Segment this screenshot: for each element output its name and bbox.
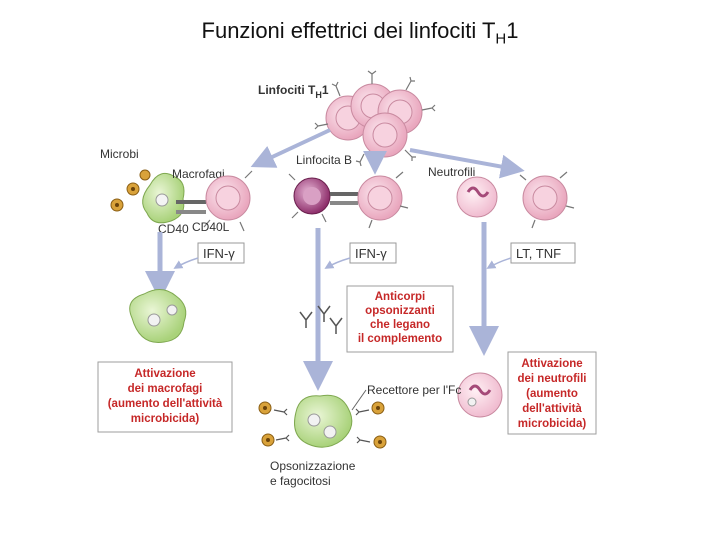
antibody <box>317 305 331 322</box>
cd40l-label: CD40L <box>192 220 230 234</box>
microbe <box>373 435 387 449</box>
th1-cell-cluster: Linfociti TH1 <box>258 70 436 167</box>
svg-text:dell'attività: dell'attività <box>522 403 582 415</box>
antibody <box>329 317 343 334</box>
th1-cells-label: Linfociti TH1 <box>258 83 329 100</box>
opsonized-microbes <box>258 401 387 449</box>
branch-arrows <box>250 128 525 179</box>
cd40-interaction <box>176 200 206 214</box>
opsonization-label-line1: Opsonizzazione <box>270 459 356 473</box>
b-cell <box>288 173 331 223</box>
microbe <box>261 433 275 447</box>
th1-cell-left <box>203 170 253 232</box>
cytokine-middle: IFN-γ <box>349 242 397 264</box>
th1-cell <box>362 112 408 158</box>
svg-text:LT, TNF: LT, TNF <box>516 246 561 261</box>
microbe <box>139 169 151 181</box>
microbe-group <box>110 169 151 212</box>
antibodies <box>299 305 343 334</box>
svg-text:dei neutrofili: dei neutrofili <box>518 373 587 385</box>
th1-cell-right <box>519 171 575 229</box>
svg-text:IFN-γ: IFN-γ <box>203 246 235 261</box>
b-cell-label: Linfocita B <box>296 153 352 167</box>
macrophages-label: Macrofagi <box>172 167 225 181</box>
arrow-to-neutrophil <box>409 148 525 179</box>
svg-text:Attivazione: Attivazione <box>521 358 582 370</box>
svg-text:Attivazione: Attivazione <box>134 368 195 380</box>
activated-neutrophil <box>457 372 503 418</box>
svg-text:(aumento dell'attività: (aumento dell'attività <box>108 398 223 410</box>
svg-text:IFN-γ: IFN-γ <box>355 246 387 261</box>
microbe <box>371 401 385 415</box>
svg-text:microbicida): microbicida) <box>131 413 200 425</box>
microbe <box>126 182 140 196</box>
neutrophils-label: Neutrofili <box>428 165 475 179</box>
b-t-interaction <box>330 192 358 205</box>
svg-text:che legano: che legano <box>370 319 430 331</box>
svg-text:microbicida): microbicida) <box>518 418 587 430</box>
cytokine-arrows <box>173 257 512 269</box>
receptor-spikes <box>314 70 436 167</box>
cytokine-left: IFN-γ <box>197 242 245 264</box>
fc-receptor-pointer <box>351 389 367 411</box>
cytokine-right: LT, TNF <box>510 242 576 264</box>
svg-text:(aumento: (aumento <box>526 388 578 400</box>
svg-text:il complemento: il complemento <box>358 333 442 345</box>
fc-receptor-label: Recettore per l'Fc <box>367 383 461 397</box>
cd40-label: CD40 <box>158 222 189 236</box>
activated-macrophage <box>129 289 187 343</box>
antibodies-box: Anticorpi opsonizzanti che legano il com… <box>346 285 454 353</box>
svg-text:Anticorpi: Anticorpi <box>375 291 425 303</box>
microbe <box>258 401 272 415</box>
arrow-to-macrophage <box>250 128 331 168</box>
svg-text:dei macrofagi: dei macrofagi <box>128 383 203 395</box>
neutrophil <box>456 176 498 218</box>
th1-cell-middle <box>357 171 409 229</box>
phagocytosing-macrophage <box>294 394 353 448</box>
macrophage-activation-box: Attivazione dei macrofagi (aumento dell'… <box>97 361 233 433</box>
svg-text:opsonizzanti: opsonizzanti <box>365 305 435 317</box>
page-title: Funzioni effettrici dei linfociti TH1 <box>201 18 519 48</box>
neutrophil-activation-box: Attivazione dei neutrofili (aumento dell… <box>507 351 597 435</box>
antibody <box>299 311 313 328</box>
microbes-label: Microbi <box>100 147 139 161</box>
microbe <box>110 198 124 212</box>
opsonization-label-line2: e fagocitosi <box>270 474 331 488</box>
